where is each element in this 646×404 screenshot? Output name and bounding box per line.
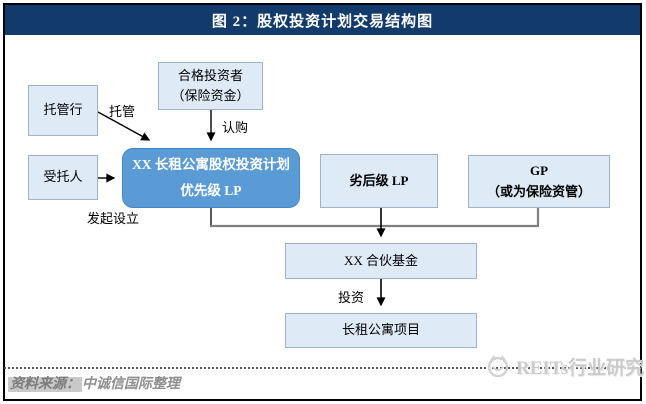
node-trustee: 受托人 [28, 155, 98, 200]
node-junior-lp-label: 劣后级 LP [349, 172, 409, 188]
source-note-value: 中诚信国际整理 [82, 377, 180, 392]
edge-label-custody: 托管 [109, 104, 136, 119]
node-partnership-fund: XX 合伙基金 [285, 243, 477, 279]
node-apartment-project: 长租公寓项目 [285, 313, 477, 348]
source-note-label: 资料来源： [8, 377, 82, 392]
node-custodian: 托管行 [28, 85, 98, 136]
watermark-text: REITs行业研究 [516, 357, 645, 379]
node-gp-line2: （或为保险资管） [486, 183, 591, 199]
edge-label-subscription: 认购 [222, 120, 249, 135]
edge-label-investment: 投资 [338, 290, 365, 305]
node-partnership-fund-label: XX 合伙基金 [343, 252, 419, 268]
node-qualified-investor: 合格投资者 （保险资金） [158, 62, 263, 110]
node-custodian-label: 托管行 [43, 102, 83, 118]
node-qualified-investor-line1: 合格投资者 [177, 67, 243, 83]
node-junior-lp: 劣后级 LP [320, 154, 438, 208]
node-investment-plan-line2: 优先级 LP [180, 183, 242, 198]
figure-title-bar: 图 2：股权投资计划交易结构图 [5, 5, 640, 35]
footer-divider [4, 367, 642, 369]
node-gp: GP （或为保险资管） [468, 155, 610, 208]
node-gp-line1: GP [529, 163, 549, 179]
source-note: 资料来源：中诚信国际整理 [8, 373, 180, 393]
edge-label-initiation: 发起设立 [87, 211, 140, 226]
node-investment-plan: XX 长租公寓股权投资计划 优先级 LP [122, 148, 300, 208]
figure-title: 图 2：股权投资计划交易结构图 [211, 13, 434, 30]
node-qualified-investor-line2: （保险资金） [171, 88, 250, 103]
node-apartment-project-label: 长租公寓项目 [341, 322, 420, 338]
watermark: REITs行业研究 [483, 351, 644, 381]
node-investment-plan-line1: XX 长租公寓股权投资计划 [132, 157, 290, 173]
node-trustee-label: 受托人 [43, 169, 83, 185]
reits-logo-icon [487, 355, 509, 378]
